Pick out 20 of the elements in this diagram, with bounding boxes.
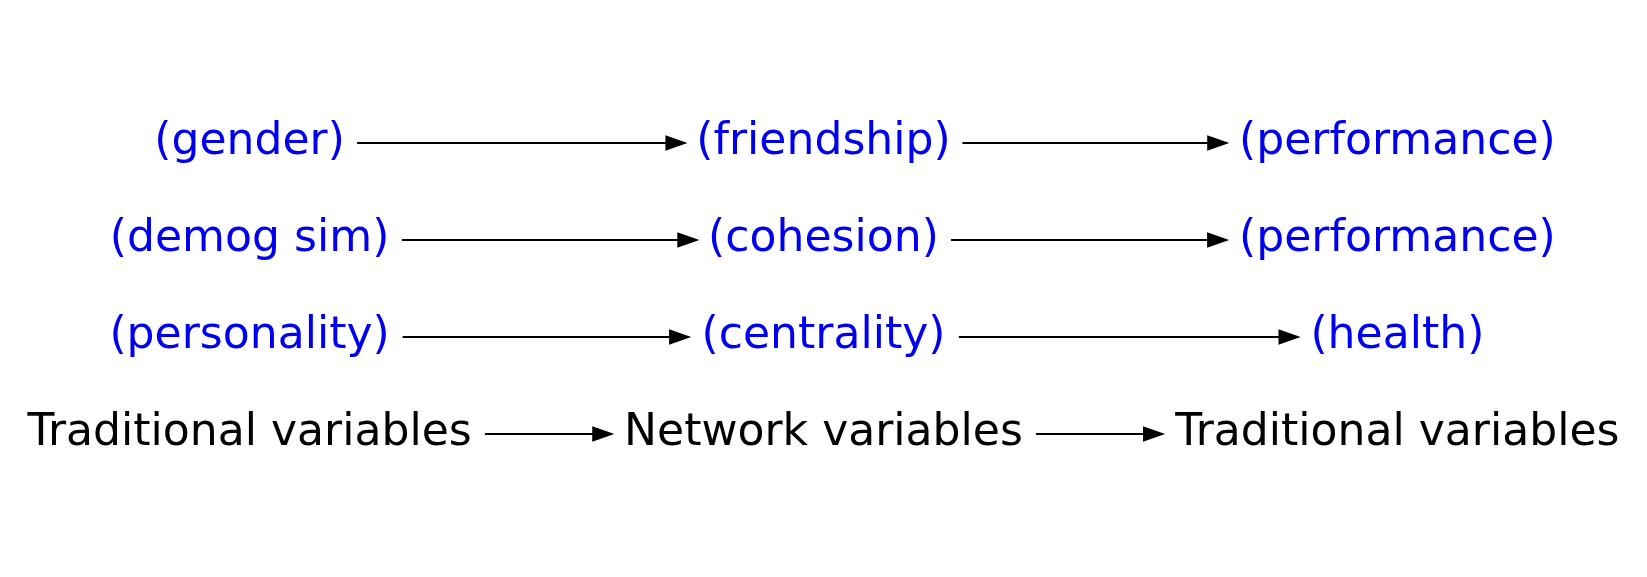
node-text: (performance) xyxy=(1239,113,1556,165)
node-text: Traditional variables xyxy=(27,404,472,456)
node-text: (cohesion) xyxy=(708,210,939,262)
node-text: (friendship) xyxy=(696,113,951,165)
arrow xyxy=(1035,426,1166,442)
arrow xyxy=(958,329,1301,345)
arrow xyxy=(484,426,615,442)
node-text: (performance) xyxy=(1239,210,1556,262)
node-text: (personality) xyxy=(109,307,390,359)
node-text: (demog sim) xyxy=(109,210,390,262)
arrow xyxy=(357,135,688,151)
node-text: (centrality) xyxy=(701,307,946,359)
node-text: Network variables xyxy=(624,404,1023,456)
node-text: (health) xyxy=(1310,307,1485,359)
arrow xyxy=(962,135,1230,151)
node-text: Traditional variables xyxy=(1175,404,1620,456)
arrow xyxy=(401,232,700,248)
arrow xyxy=(951,232,1230,248)
arrow xyxy=(402,329,692,345)
node-text: (gender) xyxy=(154,113,345,165)
